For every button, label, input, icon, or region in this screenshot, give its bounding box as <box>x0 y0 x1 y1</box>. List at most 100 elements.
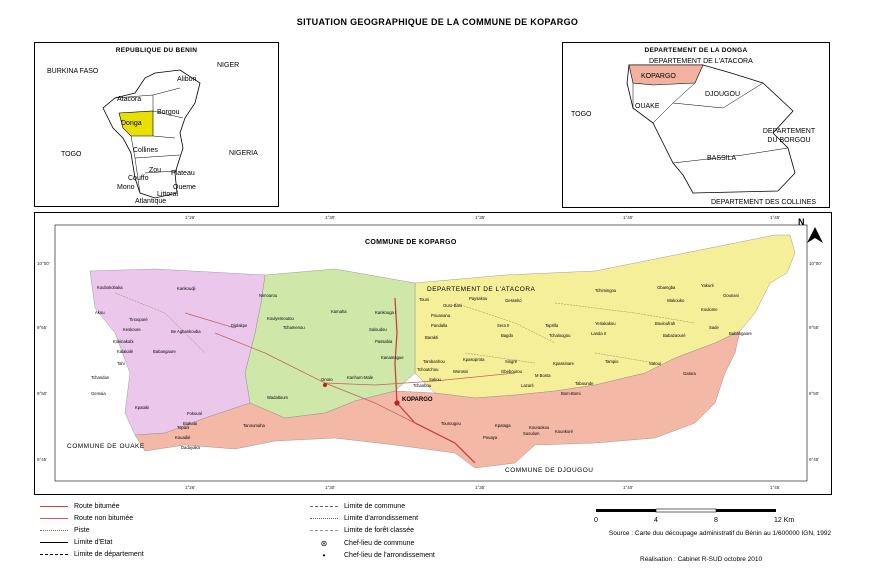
lat-tick: 10°00' <box>809 261 822 266</box>
main-title: SITUATION GEOGRAPHIQUE DE LA COMMUNE DE … <box>296 17 579 27</box>
legend-limite-departement: Limite de département <box>40 551 144 558</box>
scale-bar <box>596 508 776 513</box>
benin-label-mono: Mono <box>117 184 135 191</box>
benin-label-littoral: Littoral <box>157 191 179 198</box>
village-label: Akou <box>95 310 105 315</box>
donga-label-ouake: OUAKE <box>635 103 660 110</box>
benin-label-niger: NIGER <box>217 62 240 69</box>
legend-route-bitumee: Route bitumée <box>40 503 120 510</box>
village-label: Koulyemoutou <box>267 316 294 321</box>
legend-swatch <box>310 518 338 519</box>
village-label: Touni <box>419 297 430 302</box>
village-label: Pandalla <box>431 323 448 328</box>
kopargo-region <box>628 64 704 86</box>
village-label: Kounkoré <box>555 429 573 434</box>
legend-route-non-bitumee: Route non bitumée <box>40 515 133 522</box>
lat-tick: 9°55' <box>809 325 820 330</box>
donga-label-djougou: DJOUGOU <box>705 91 740 98</box>
region-label-djougou: COMMUNE DE DJOUGOU <box>505 467 594 474</box>
village-label: Fokouré <box>187 411 203 416</box>
lon-tick: 1°40' <box>623 215 634 220</box>
village-label: Tahi <box>117 361 125 366</box>
legend-label: Chef-lieu de l'arrondissement <box>344 552 435 559</box>
village-label: Paysakou <box>469 296 488 301</box>
kopargo-map <box>54 224 823 482</box>
village-label: Kouraokou <box>529 425 550 430</box>
realisation-note: Réalisation : Cabinet R-SUD octobre 2010 <box>640 556 763 563</box>
legend-chef-lieu-arrondissement: • Chef-lieu de l'arrondissement <box>310 551 435 560</box>
village-label: Yeriakakou <box>595 321 616 326</box>
legend-limite-etat: Limite d'Etat <box>40 539 112 546</box>
benin-label-oueme: Oueme <box>173 184 196 191</box>
donga-label-kopargo: KOPARGO <box>641 73 676 80</box>
legend-label: Limite d'Etat <box>74 539 113 546</box>
north-label: N <box>798 217 805 227</box>
village-label: Kanamague <box>381 355 404 360</box>
village-label: Tchalougou <box>549 333 571 338</box>
village-label: Koulome <box>701 307 718 312</box>
village-label: Saloudou <box>369 327 387 332</box>
lat-tick: 10°00' <box>37 261 50 266</box>
legend-swatch <box>40 530 68 531</box>
village-label: Tambanhou <box>423 359 445 364</box>
village-label: Wadaltoum <box>267 395 289 400</box>
donga-label-bassila: BASSILA <box>707 155 737 162</box>
donga-label-borgou: DEPARTEMENT DU BORGOU <box>762 128 816 144</box>
village-label: Tchandan <box>91 375 110 380</box>
benin-label-togo: TOGO <box>61 151 82 158</box>
legend-swatch <box>40 518 68 519</box>
lat-tick: 9°55' <box>37 325 48 330</box>
legend-swatch <box>310 506 338 507</box>
lon-tick: 1°35' <box>475 485 486 490</box>
chef-lieu-arrondissement-icon: • <box>322 551 326 560</box>
donga-label-togo: TOGO <box>571 111 592 118</box>
donga-map <box>626 64 796 194</box>
village-label: Tchamenou <box>283 325 305 330</box>
village-label: Bagdo <box>501 333 514 338</box>
village-label: Kpataga <box>495 423 511 428</box>
village-label: Kanhum-Male <box>347 375 374 380</box>
village-label: Gbebourou <box>501 369 522 374</box>
village-label: Yakuré <box>701 283 714 288</box>
north-arrow-icon <box>807 227 823 243</box>
scale-tick: 8 <box>714 517 718 524</box>
chef-lieu-singre <box>323 383 327 387</box>
donga-map-panel: DEPARTEMENT DE LA DONGA DEPARTEMENT DE L… <box>562 42 830 208</box>
village-label: Kalakalé <box>117 349 134 354</box>
donga-label-atacora: DEPARTEMENT DE L'ATACORA <box>649 58 753 65</box>
scale-tick: 0 <box>594 517 598 524</box>
village-label: Singré <box>505 359 518 364</box>
lon-tick: 1°35' <box>475 215 486 220</box>
legend-limite-commune: Limite de commune <box>310 503 405 510</box>
legend-label: Route non bitumée <box>74 515 134 522</box>
village-label: Tchoutchou <box>417 367 439 372</box>
village-label: Tabounde <box>575 381 594 386</box>
benin-label-atacora: Atacora <box>117 96 142 103</box>
benin-label-donga: Donga <box>121 120 142 127</box>
region-label-kopargo: KOPARGO <box>402 397 433 403</box>
benin-label-burkina: BURKINA FASO <box>47 68 99 75</box>
village-label: Lazaré <box>521 383 534 388</box>
village-label: Kpassinare <box>553 361 574 366</box>
village-label: Babangaure <box>153 349 176 354</box>
village-label: Biahala <box>183 421 197 426</box>
village-label: Wakouko <box>667 298 685 303</box>
village-label: Bouloufrah <box>655 321 676 326</box>
route-non-bitumee <box>184 312 516 424</box>
lat-tick: 9°45' <box>37 457 48 462</box>
lon-tick: 1°45' <box>770 485 781 490</box>
legend-label: Limite d'arrondissement <box>344 515 419 522</box>
legend-label: Limite de forêt classée <box>344 527 415 534</box>
village-label: Taprilla <box>545 323 559 328</box>
village-label: Be Agbankouba <box>171 329 201 334</box>
scale-tick: 4 <box>654 517 658 524</box>
kopargo-title: COMMUNE DE KOPARGO <box>365 239 457 246</box>
village-label: Gbamgba <box>657 285 676 290</box>
village-label: Kpasoprota <box>463 357 485 362</box>
legend-label: Piste <box>74 527 90 534</box>
legend-piste: Piste <box>40 527 90 534</box>
donga-region <box>118 110 154 137</box>
village-label: Pouanana <box>431 313 451 318</box>
village-label: Tampio <box>605 359 619 364</box>
village-label: Tchimingou <box>595 288 617 293</box>
